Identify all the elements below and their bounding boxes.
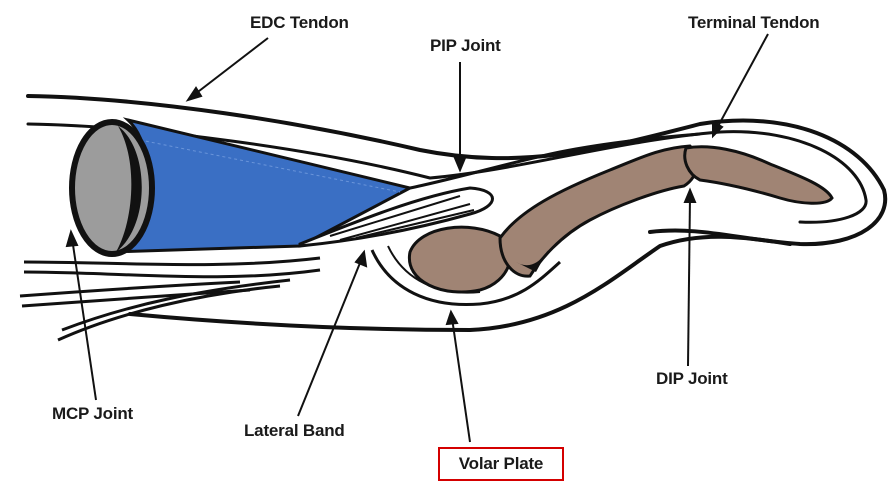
arrow-dip [687, 195, 691, 367]
lateral-band-hatch [329, 195, 475, 241]
tendon-strand-4 [21, 288, 251, 308]
label-edc-tendon: EDC Tendon [250, 13, 349, 32]
arrow-volar-head [445, 309, 459, 326]
arrow-mcp-head [65, 229, 79, 248]
distal-phalanx [683, 145, 834, 205]
pip-dorsal-band [409, 132, 701, 190]
volar-plate [370, 249, 562, 307]
arrow-pip-head [453, 157, 467, 173]
tendon-strand-3 [19, 280, 241, 298]
tendon-strand-5 [57, 284, 281, 342]
label-mcp-joint: MCP Joint [52, 404, 134, 423]
lateral-band-shape [298, 186, 494, 248]
arrow-terminal [715, 33, 769, 131]
label-pip-joint: PIP Joint [430, 36, 501, 55]
dorsal-inner-outline [26, 122, 868, 224]
arrow-lateral-head [354, 249, 368, 268]
label-terminal-tendon: Terminal Tendon [688, 13, 820, 32]
arrow-terminal-head [712, 120, 724, 139]
arrow-dip-head [683, 187, 697, 203]
tendon-strand-6 [61, 278, 291, 332]
label-volar-plate: Volar Plate [438, 447, 564, 481]
arrow-volar [451, 317, 471, 443]
arrow-lateral [297, 257, 363, 417]
tendon-strand-1 [23, 256, 321, 267]
label-lateral-band: Lateral Band [244, 421, 345, 440]
arrow-mcp [71, 237, 97, 401]
ventral-outline [128, 234, 792, 333]
dorsal-outline [26, 94, 888, 247]
tendon-strand-2 [23, 268, 321, 279]
muscle-fiber-line [139, 139, 401, 193]
leader-lines [65, 33, 769, 443]
proximal-phalanx-head [407, 225, 512, 294]
middle-phalanx-shading [516, 250, 548, 272]
arrow-edc [189, 37, 269, 99]
label-dip-joint: DIP Joint [656, 369, 728, 388]
middle-phalanx [498, 144, 699, 278]
arrow-edc-head [185, 86, 203, 102]
label-volar-plate-text: Volar Plate [458, 454, 544, 473]
metacarpal-head-shading [116, 126, 142, 252]
